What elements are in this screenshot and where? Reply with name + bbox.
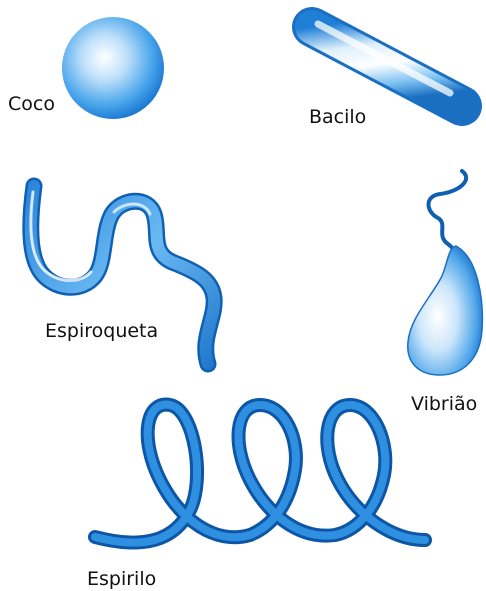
- coccus-shape: [62, 17, 164, 119]
- spirochete-label: Espiroqueta: [45, 322, 158, 341]
- vibrio-shape: [408, 171, 483, 375]
- bacillus-label: Bacilo: [309, 108, 366, 127]
- spirillum-label: Espirilo: [87, 570, 156, 589]
- vibrio-label: Vibrião: [411, 395, 477, 414]
- coccus-label: Coco: [8, 95, 55, 114]
- bacillus-shape: [312, 24, 462, 106]
- spirillum-shape: [95, 405, 425, 543]
